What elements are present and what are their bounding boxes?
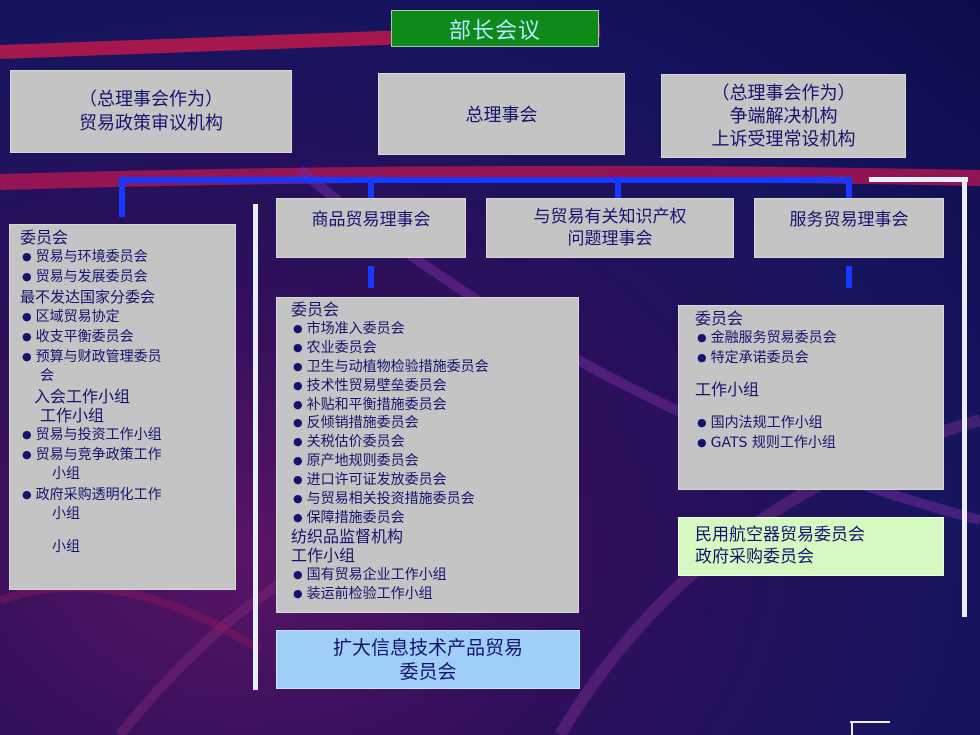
plurilateral-committees-box: 民用航空器贸易委员会 政府采购委员会 [678, 517, 944, 576]
bullet-icon: ● [22, 448, 32, 462]
bullet-icon: ● [22, 250, 32, 264]
frame-line-left [253, 204, 258, 690]
bullet-icon: ● [293, 416, 303, 430]
connector-goods-committees [368, 266, 374, 288]
bullet-icon: ● [22, 350, 32, 364]
bullet-icon: ● [22, 487, 32, 501]
services-council-box: 服务贸易理事会 [754, 198, 944, 258]
bullet-icon: ● [293, 435, 303, 449]
bullet-icon: ● [697, 436, 707, 449]
dispute-settlement-box: （总理事会作为） 争端解决机构 上诉受理常设机构 [661, 74, 906, 158]
bullet-icon: ● [293, 397, 303, 411]
goods-committees-panel: 委员会 ●市场准入委员会 ●农业委员会 ●卫生与动植物检验措施委员会 ●技术性贸… [276, 297, 579, 613]
frame-line-right-top [869, 177, 968, 182]
bullet-icon: ● [293, 567, 303, 581]
bullet-icon: ● [697, 351, 707, 364]
bullet-icon: ● [22, 270, 32, 284]
general-council-committees-panel: 委员会 ●贸易与环境委员会 ●贸易与发展委员会 最不发达国家分委会 ●区域贸易协… [9, 224, 236, 590]
connector-goods-drop [368, 177, 374, 199]
connector-trips-drop [615, 177, 621, 199]
bullet-icon: ● [293, 492, 303, 506]
connector-left-drop [119, 177, 125, 217]
bullet-icon: ● [697, 331, 707, 344]
ita-committee-box: 扩大信息技术产品贸易 委员会 [276, 630, 580, 689]
connector-services-drop [846, 177, 852, 199]
trips-council-box: 与贸易有关知识产权 问题理事会 [486, 198, 734, 258]
page-title: 部长会议 [448, 18, 541, 44]
bullet-icon: ● [22, 428, 32, 442]
connector-horizontal [119, 177, 851, 183]
services-committees-panel: 委员会 ●金融服务贸易委员会 ●特定承诺委员会 工作小组 ●国内法规工作小组 ●… [678, 305, 944, 490]
bullet-icon: ● [293, 473, 303, 487]
ministerial-conference-box: 部长会议 [391, 10, 599, 47]
general-council-box: 总理事会 [378, 73, 625, 155]
bullet-icon: ● [293, 340, 303, 354]
trade-policy-review-box: （总理事会作为） 贸易政策审议机构 [10, 70, 292, 153]
bullet-icon: ● [293, 321, 303, 335]
connector-services-committees [846, 266, 852, 288]
frame-line-right [962, 177, 967, 617]
bullet-icon: ● [22, 309, 32, 323]
bullet-icon: ● [293, 454, 303, 468]
goods-council-box: 商品贸易理事会 [276, 198, 466, 258]
bullet-icon: ● [293, 586, 303, 600]
bullet-icon: ● [22, 330, 32, 344]
bullet-icon: ● [293, 378, 303, 392]
bullet-icon: ● [293, 359, 303, 373]
bullet-icon: ● [293, 510, 303, 524]
bullet-icon: ● [697, 416, 707, 429]
